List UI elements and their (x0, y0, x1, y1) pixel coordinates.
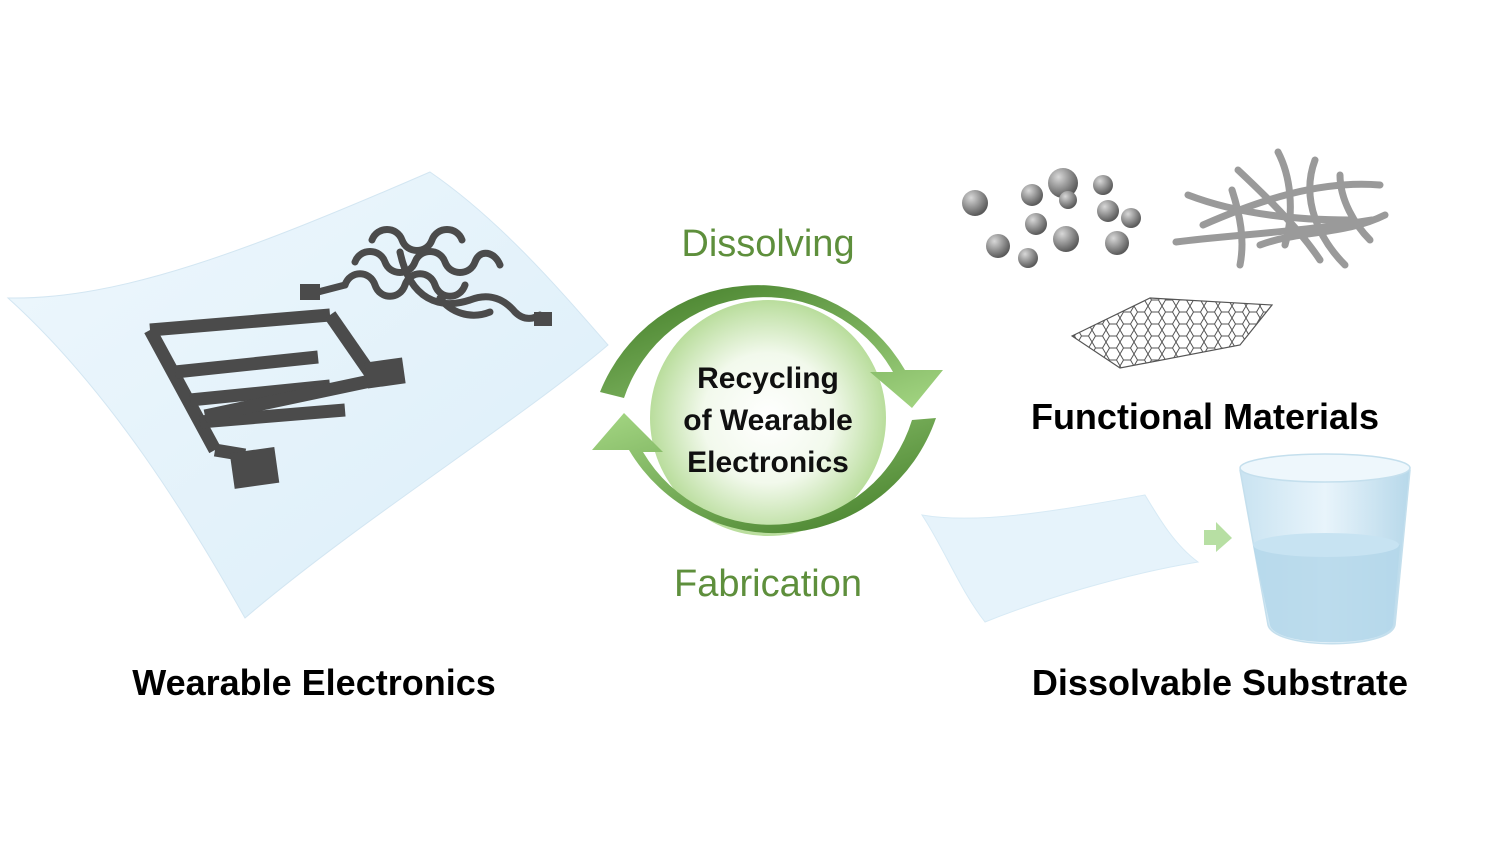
center-title-line-2: of Wearable (683, 404, 853, 437)
water-surface (1253, 533, 1399, 557)
dissolving-label: Dissolving (681, 223, 854, 265)
interdigitated-electrode (144, 308, 381, 462)
beaker-rim (1239, 453, 1411, 483)
transfer-arrow-icon (1204, 522, 1232, 552)
functional-materials-illustration: Functional Materials (962, 148, 1389, 437)
fabrication-arrow (592, 413, 936, 534)
nanoparticles (962, 168, 1141, 268)
dissolvable-substrate-illustration: Dissolvable Substrate (920, 453, 1411, 703)
dissolvable-substrate-caption: Dissolvable Substrate (1032, 662, 1408, 703)
beaker-water (1253, 545, 1400, 643)
dissolving-arrow (600, 285, 943, 408)
electrode-pad-left (229, 446, 280, 489)
serpentine-sensor (314, 226, 544, 322)
graphene-sheet (1070, 297, 1274, 369)
center-glow (650, 300, 886, 536)
sensor-pad-right (534, 312, 552, 326)
recycling-cycle: Dissolving Fabrication Recycling of Wear… (592, 223, 943, 605)
fabrication-label: Fabrication (674, 563, 862, 605)
functional-materials-caption: Functional Materials (1031, 396, 1379, 437)
sensor-pad-left (300, 284, 320, 300)
center-title-line-1: Recycling (697, 362, 839, 395)
electrode-pad-right (364, 357, 406, 389)
wearable-electronics-illustration: Wearable Electronics (6, 171, 609, 703)
wearable-electronics-caption: Wearable Electronics (132, 662, 496, 703)
center-title-line-3: Electronics (687, 446, 849, 479)
nanowires (1172, 148, 1389, 269)
substrate-film (920, 494, 1200, 623)
